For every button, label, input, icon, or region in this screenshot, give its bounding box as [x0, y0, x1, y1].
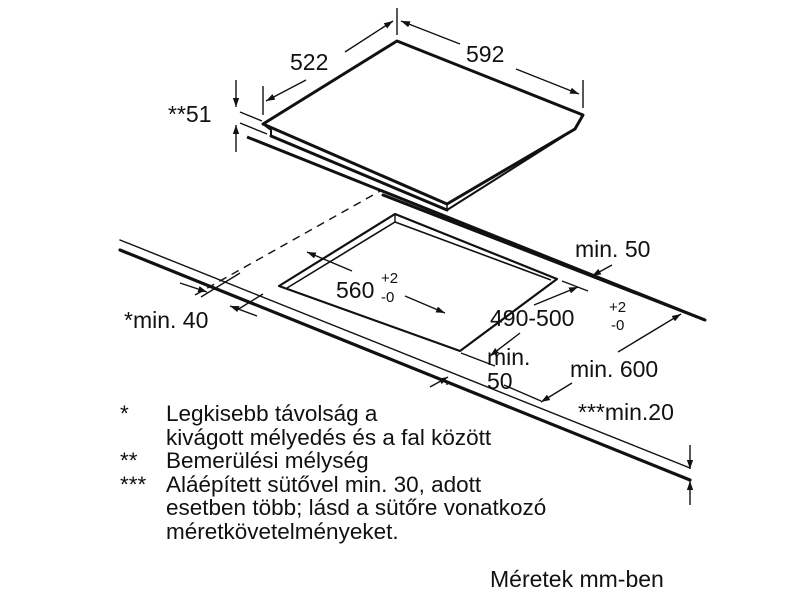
rear-clearance-label: min. 50 [575, 236, 650, 262]
dimension-490-500 [460, 280, 589, 367]
hob-width-label: 592 [466, 41, 504, 67]
footnote-line: kivágott mélyedés és a fal között [166, 424, 492, 450]
footnote-mark: *** [120, 471, 147, 497]
footnote-line: Legkisebb távolság a [166, 401, 378, 426]
cutout-width-tol-plus: +2 [381, 270, 398, 287]
below-clearance-label: ***min.20 [578, 399, 674, 425]
hob-depth-label: 522 [290, 49, 328, 75]
cutout-depth-tol-minus: -0 [611, 317, 624, 334]
rear-clearance-arrow [591, 264, 613, 277]
cutout [277, 212, 559, 353]
dimension-min-600 [503, 313, 682, 403]
footnote-text: Legkisebb távolság a kivágott mélyedés é… [166, 402, 491, 449]
footnote-1: * Legkisebb távolság a kivágott mélyedés… [120, 402, 546, 449]
footnote-text: Aláépített sütővel min. 30, adott esetbe… [166, 471, 547, 544]
dimension-min-40 [179, 272, 264, 317]
dimension-522 [262, 8, 398, 115]
front-clearance-label-line1: min. [487, 344, 530, 370]
footnote-mark: * [120, 401, 129, 426]
footnote-2: ** Bemerülési mélység [120, 449, 546, 473]
front-clearance-label-line2: 50 [487, 368, 513, 394]
footnote-line: Aláépített sütővel min. 30, adott [166, 471, 482, 497]
footnotes: * Legkisebb távolság a kivágott mélyedés… [120, 402, 546, 544]
cutout-depth-label: 490-500 [490, 305, 574, 331]
footnote-mark: ** [120, 448, 138, 474]
cutout-depth-tol-plus: +2 [609, 299, 626, 316]
dimension-560 [306, 251, 446, 314]
footnote-line: Bemerülési mélység [166, 448, 369, 474]
dimension-front-min-50 [429, 376, 449, 388]
units-label: Méretek mm-ben [490, 566, 664, 592]
dimension-592 [400, 20, 584, 108]
cutout-width-label: 560 [336, 277, 374, 303]
wall-clearance-label: *min. 40 [124, 307, 208, 333]
projection-dashed-line [194, 189, 383, 296]
cutout-width-tol-minus: -0 [381, 289, 394, 306]
footnote-line: méretkövetelményeket. [166, 518, 399, 544]
hob-outline [261, 39, 585, 212]
installation-depth-label: **51 [168, 101, 211, 127]
worktop-depth-label: min. 600 [570, 356, 658, 382]
footnote-3: *** Aláépített sütővel min. 30, adott es… [120, 471, 547, 544]
footnote-text: Bemerülési mélység [166, 449, 369, 473]
footnote-line: esetben több; lásd a sütőre vonatkozó [166, 495, 547, 521]
